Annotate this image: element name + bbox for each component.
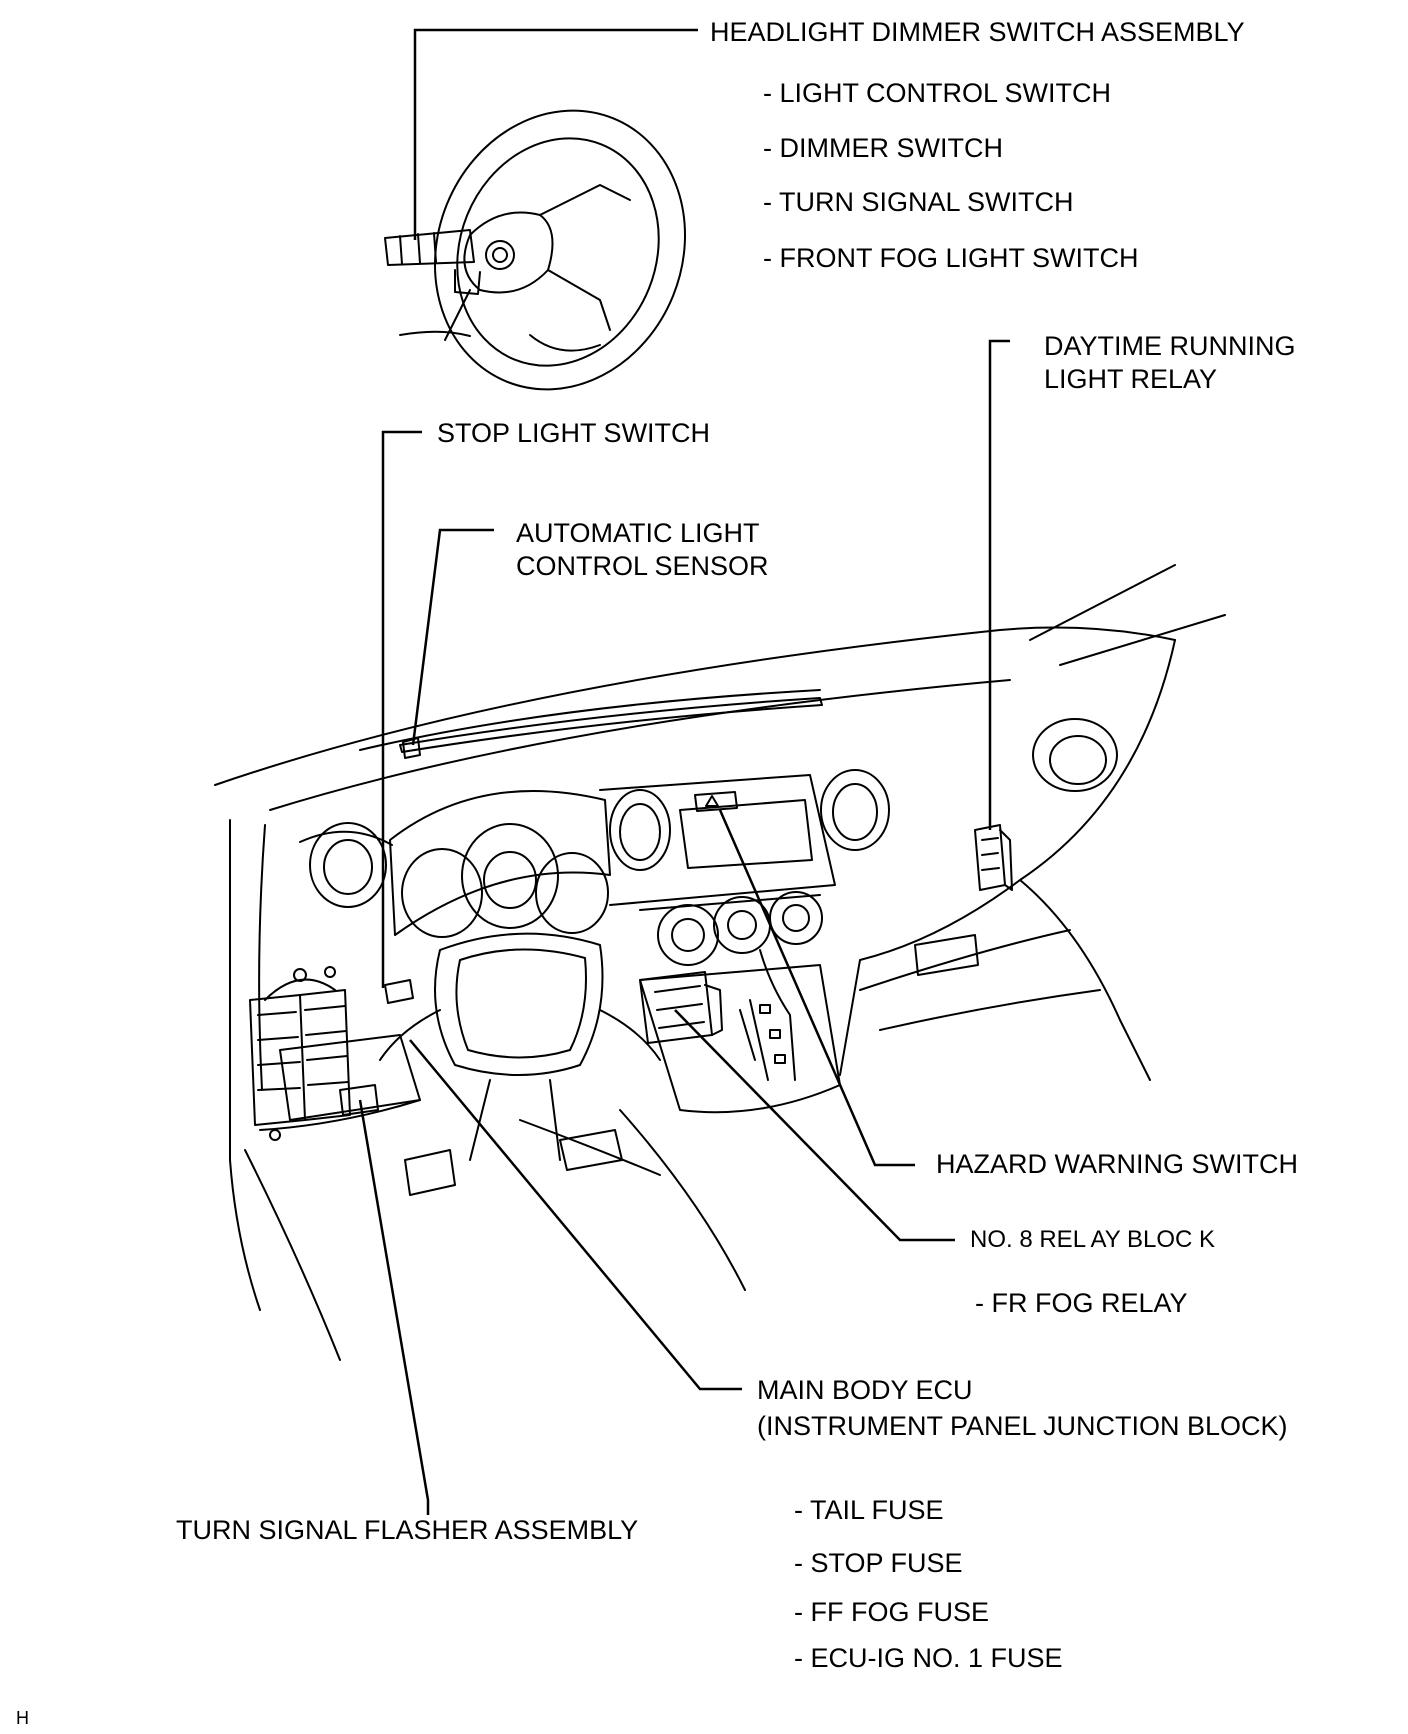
corner-mark: H <box>16 1708 29 1728</box>
label-auto-light-sensor-line1: AUTOMATIC LIGHT <box>516 518 760 548</box>
label-drl-relay-line2: LIGHT RELAY <box>1044 364 1218 394</box>
label-dimmer-switch: - DIMMER SWITCH <box>763 133 1003 163</box>
label-fr-fog-relay: - FR FOG RELAY <box>975 1288 1188 1318</box>
leader-drl-relay <box>988 339 1010 830</box>
label-ecu-ig-no1-fuse: - ECU-IG NO. 1 FUSE <box>794 1643 1063 1673</box>
label-turn-signal-flasher: TURN SIGNAL FLASHER ASSEMBLY <box>176 1515 639 1545</box>
label-no8-relay-block: NO. 8 REL AY BLOC K <box>970 1226 1215 1253</box>
leader-auto-light <box>411 528 494 746</box>
leader-relay-block <box>674 1009 955 1242</box>
label-front-fog-light-switch: - FRONT FOG LIGHT SWITCH <box>763 243 1139 273</box>
label-auto-light-sensor-line2: CONTROL SENSOR <box>516 551 769 581</box>
steering-wheel-illustration <box>384 109 686 391</box>
leader-flasher <box>358 1099 430 1515</box>
leader-lines <box>358 28 1010 1515</box>
leader-hazard <box>718 809 915 1167</box>
leader-stop-light <box>381 430 422 988</box>
label-stop-light-switch: STOP LIGHT SWITCH <box>437 418 711 448</box>
label-tail-fuse: - TAIL FUSE <box>794 1495 944 1525</box>
instrument-panel-illustration <box>214 564 1226 1361</box>
label-headlight-dimmer-switch: HEADLIGHT DIMMER SWITCH ASSEMBLY <box>710 17 1245 47</box>
label-ff-fog-fuse: - FF FOG FUSE <box>794 1597 989 1627</box>
leader-headlight-dimmer <box>413 28 698 240</box>
leader-main-ecu <box>409 1039 742 1391</box>
label-light-control-switch: - LIGHT CONTROL SWITCH <box>763 78 1112 108</box>
label-turn-signal-switch: - TURN SIGNAL SWITCH <box>763 187 1074 217</box>
label-hazard-warning-switch: HAZARD WARNING SWITCH <box>936 1149 1298 1179</box>
label-stop-fuse: - STOP FUSE <box>794 1548 963 1578</box>
label-main-body-ecu-line2: (INSTRUMENT PANEL JUNCTION BLOCK) <box>757 1411 1288 1441</box>
label-main-body-ecu-line1: MAIN BODY ECU <box>757 1375 973 1405</box>
label-drl-relay-line1: DAYTIME RUNNING <box>1044 331 1296 361</box>
